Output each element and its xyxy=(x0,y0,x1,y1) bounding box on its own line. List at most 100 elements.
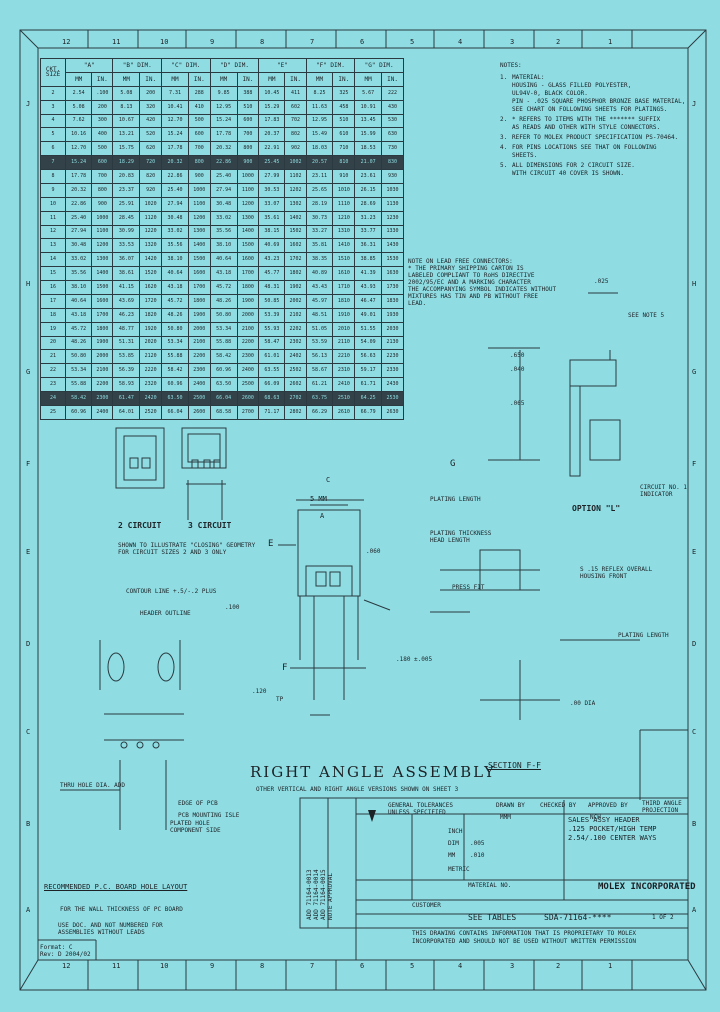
table-cell: 458 xyxy=(332,99,356,115)
table-cell: 630 xyxy=(381,127,404,143)
note-item: 5.ALL DIMENSIONS FOR 2 CIRCUIT SIZE. WIT… xyxy=(500,162,705,178)
table-cell: 61.47 xyxy=(112,391,141,406)
shown-note: SHOWN TO ILLUSTRATE "CLOSING" GEOMETRY F… xyxy=(118,542,256,556)
table-cell: 222 xyxy=(381,85,404,101)
table-cell: 28.69 xyxy=(354,196,383,212)
table-cell: 1720 xyxy=(139,293,163,309)
table-cell: 10.16 xyxy=(65,127,93,143)
table-cell: 1230 xyxy=(381,210,404,226)
table-cell: 25.91 xyxy=(112,196,141,212)
table-cell: 64.25 xyxy=(354,391,383,406)
table-cell: 43.93 xyxy=(354,280,383,295)
table-cell: 30.99 xyxy=(112,224,141,240)
table-cell: 55.88 xyxy=(65,377,93,392)
table-cell: 56.63 xyxy=(354,349,383,365)
table-cell: 1120 xyxy=(139,210,163,226)
dim-f-label: F xyxy=(282,663,288,673)
table-header: CKT. SIZE xyxy=(39,58,67,87)
table-cell: 15.99 xyxy=(354,127,383,143)
table-cell: 1702 xyxy=(284,252,307,268)
table-cell: 17.78 xyxy=(161,141,189,157)
zone-right-7: B xyxy=(692,820,697,828)
table-cell: 2330 xyxy=(381,363,404,379)
table-cell: 1500 xyxy=(236,238,260,254)
table-cell: 23.11 xyxy=(305,169,334,184)
table-cell: 620 xyxy=(139,141,163,157)
table-cell: 22.91 xyxy=(258,141,286,157)
zone-left-7: B xyxy=(26,820,31,828)
table-cell: 6 xyxy=(39,141,67,157)
table-cell: 1400 xyxy=(187,238,211,254)
dim-065: .065 xyxy=(510,400,525,407)
table-cell: 500 xyxy=(187,113,211,129)
table-cell: 36.07 xyxy=(112,252,141,268)
table-cell: 1402 xyxy=(284,210,307,226)
table-cell: 53.85 xyxy=(112,349,141,365)
table-cell: 2510 xyxy=(332,391,356,406)
table-cell: 2002 xyxy=(284,293,307,309)
zone-top-1: 11 xyxy=(112,38,121,46)
table-cell: 15.75 xyxy=(112,141,141,157)
table-cell: 1502 xyxy=(284,224,307,240)
table-cell: 45.72 xyxy=(161,293,189,309)
table-cell: 1520 xyxy=(139,266,163,281)
table-cell: 1910 xyxy=(332,307,356,323)
table-cell: 16 xyxy=(39,280,67,295)
table-subheader: IN. xyxy=(187,71,211,87)
table-cell: 36.31 xyxy=(354,238,383,254)
zone-left-0: J xyxy=(26,100,31,108)
table-cell: 45.72 xyxy=(65,321,93,337)
table-cell: 40.89 xyxy=(305,266,334,281)
table-cell: 17.78 xyxy=(209,127,238,143)
table-cell: 33.02 xyxy=(209,210,238,226)
dim-100: .100 xyxy=(225,604,240,611)
notes-block: NOTES: 1.MATERIAL: HOUSING - GLASS FILLE… xyxy=(500,62,705,180)
table-subheader: MM xyxy=(209,71,238,87)
table-cell: 1820 xyxy=(139,307,163,323)
zone-left-6: C xyxy=(26,728,31,736)
table-cell: 18.53 xyxy=(354,141,383,157)
table-cell: 1200 xyxy=(236,196,260,212)
table-cell: 56.39 xyxy=(112,363,141,379)
table-cell: 68.58 xyxy=(209,404,238,421)
note-item: 2.* REFERS TO ITEMS WITH THE ******* SUF… xyxy=(500,116,705,132)
table-cell: 2630 xyxy=(381,404,404,421)
table-cell: 25.40 xyxy=(209,169,238,184)
table-cell: 66.04 xyxy=(161,404,189,421)
table-cell: 46.23 xyxy=(112,307,141,323)
table-cell: 2.54 xyxy=(65,85,93,101)
zone-top-9: 3 xyxy=(510,38,515,46)
table-cell: .100 xyxy=(91,85,114,101)
table-cell: 7 xyxy=(39,155,67,170)
table-cell: 1330 xyxy=(381,224,404,240)
table-cell: 2300 xyxy=(236,349,260,365)
table-cell: 1420 xyxy=(139,252,163,268)
table-cell: 1510 xyxy=(332,252,356,268)
plating-length-label: PLATING LENGTH xyxy=(430,496,481,503)
table-cell: 68.63 xyxy=(258,391,286,406)
table-cell: 30.48 xyxy=(209,196,238,212)
table-cell: 1300 xyxy=(187,224,211,240)
zone-right-8: A xyxy=(692,906,697,914)
table-cell: 43.18 xyxy=(161,280,189,295)
table-cell: 23.37 xyxy=(112,182,141,198)
table-cell: 1410 xyxy=(332,238,356,254)
table-cell: 33.07 xyxy=(258,196,286,212)
table-cell: 1300 xyxy=(236,210,260,226)
table-cell: 48.26 xyxy=(65,335,93,351)
see-note-label: SEE NOTE 5 xyxy=(628,312,665,319)
dim-025: .025 xyxy=(594,278,609,285)
table-cell: 19 xyxy=(39,321,67,337)
table-cell: 35.56 xyxy=(161,238,189,254)
table-cell: 2400 xyxy=(187,377,211,392)
note-text: REFER TO MOLEX PRODUCT SPECIFICATION PS-… xyxy=(512,134,679,141)
table-cell: 1920 xyxy=(139,321,163,337)
table-cell: 830 xyxy=(381,155,404,170)
table-cell: 1530 xyxy=(381,252,404,268)
table-cell: 710 xyxy=(332,141,356,157)
